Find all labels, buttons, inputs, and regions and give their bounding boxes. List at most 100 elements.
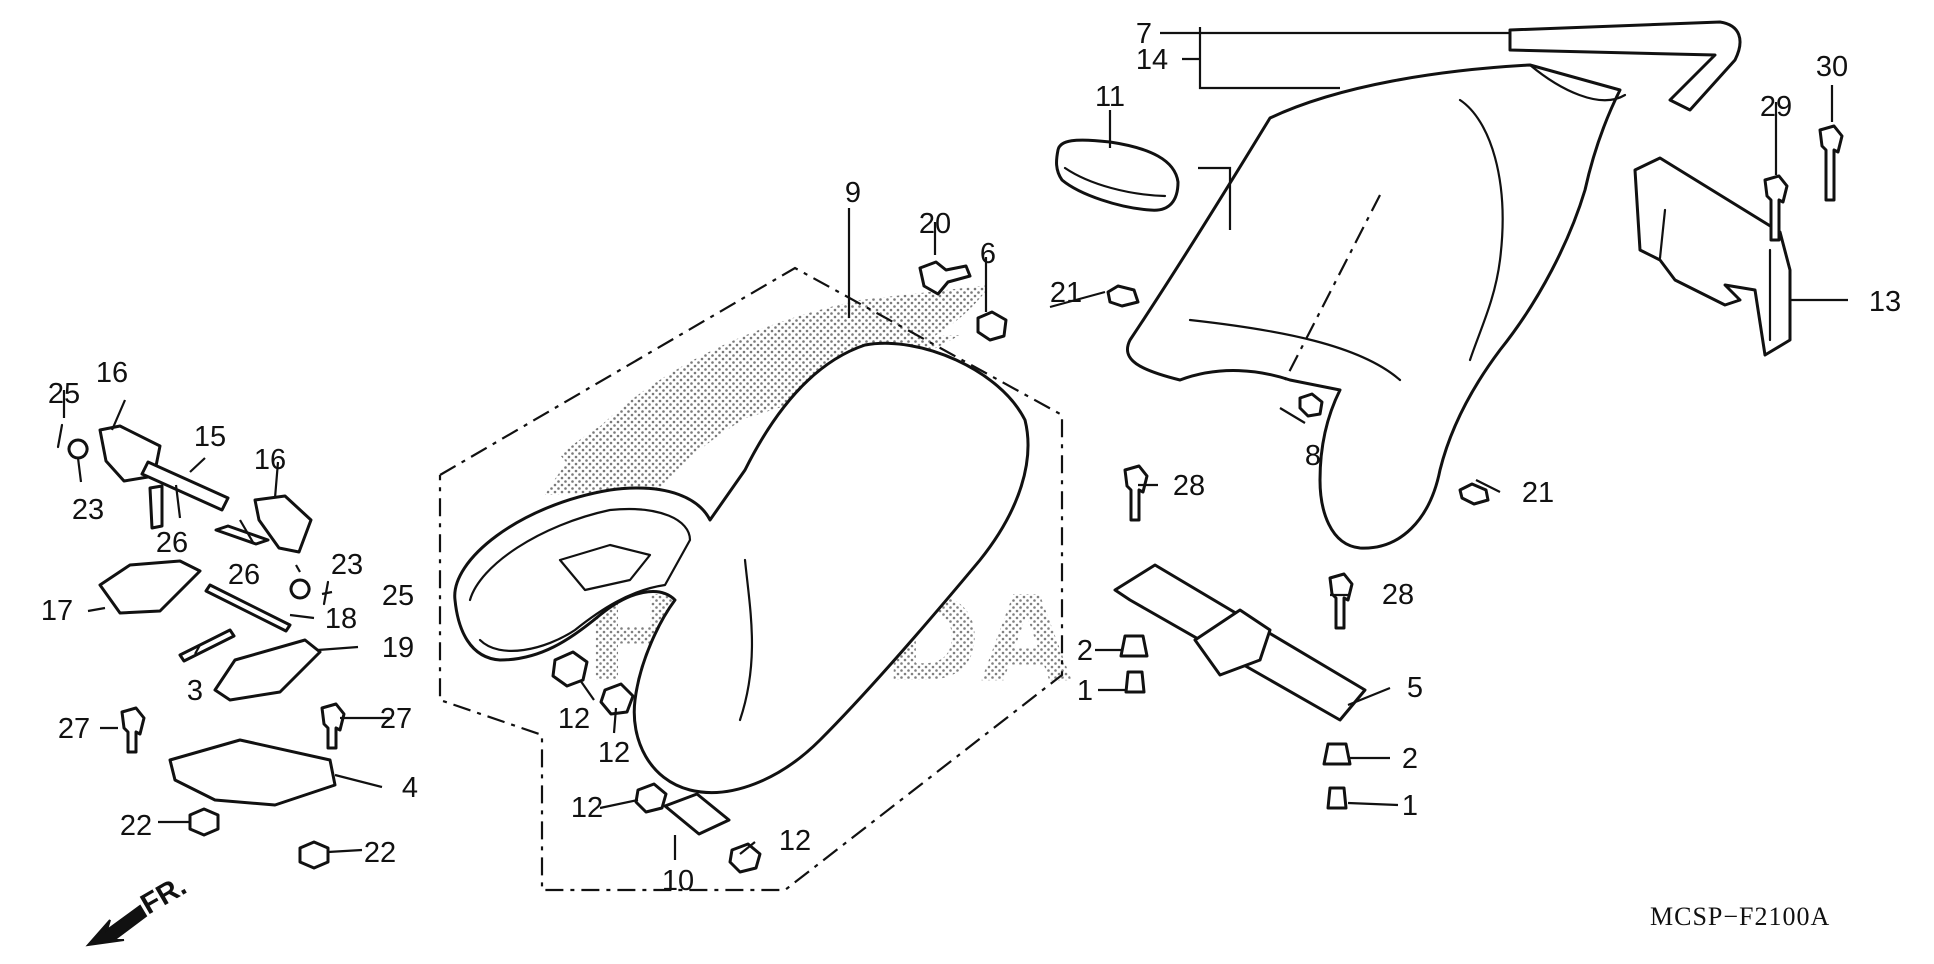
callout-5: 5 bbox=[1407, 672, 1423, 704]
callout-12a: 12 bbox=[558, 703, 590, 735]
callout-labels: 7 14 11 30 29 13 9 20 6 21 8 21 28 28 2 … bbox=[41, 18, 1901, 897]
callout-25a: 25 bbox=[48, 378, 80, 410]
grab-rail-7[interactable] bbox=[1508, 20, 1742, 112]
callout-11: 11 bbox=[1095, 81, 1125, 113]
hinge-16b[interactable] bbox=[253, 494, 313, 554]
callout-19: 19 bbox=[382, 632, 414, 664]
bolt-27b[interactable] bbox=[320, 702, 346, 750]
callout-23a: 23 bbox=[72, 494, 104, 526]
callout-26a: 26 bbox=[156, 527, 188, 559]
screw-20[interactable] bbox=[918, 260, 972, 296]
seat-cowl-group bbox=[1055, 20, 1742, 550]
callout-17: 17 bbox=[41, 595, 73, 627]
callout-3: 3 bbox=[187, 675, 203, 707]
leader-lines bbox=[62, 27, 1848, 860]
callout-26b: 26 bbox=[228, 559, 260, 591]
callout-18: 18 bbox=[325, 603, 357, 635]
seat-group-boundary bbox=[438, 266, 1064, 892]
callout-21a: 21 bbox=[1050, 277, 1082, 309]
callout-22a: 22 bbox=[120, 810, 152, 842]
callout-23b: 23 bbox=[331, 549, 363, 581]
washer-23b[interactable] bbox=[289, 578, 311, 600]
lock-plate-19[interactable] bbox=[213, 638, 322, 702]
callout-2b: 2 bbox=[1402, 743, 1418, 775]
pad-11-edge bbox=[1063, 166, 1167, 198]
callout-28a: 28 bbox=[1173, 470, 1205, 502]
seat-pan-detail bbox=[558, 543, 652, 592]
callout-12c: 12 bbox=[571, 792, 603, 824]
cowl-inner-edge bbox=[1188, 318, 1402, 382]
bracket-13-detail bbox=[1658, 208, 1772, 342]
grommet-6[interactable] bbox=[976, 310, 1008, 342]
collar-1a[interactable] bbox=[1124, 670, 1146, 694]
collar-1b[interactable] bbox=[1326, 786, 1348, 810]
lock-base-4[interactable] bbox=[168, 738, 337, 807]
grommet-8[interactable] bbox=[1298, 392, 1324, 418]
front-seat[interactable] bbox=[453, 341, 1030, 795]
bolt-27a[interactable] bbox=[120, 706, 146, 754]
rod-18[interactable] bbox=[204, 583, 292, 633]
front-direction-arrow-icon bbox=[85, 904, 148, 947]
callout-1a: 1 bbox=[1077, 675, 1093, 707]
cushion-12c[interactable] bbox=[634, 782, 668, 814]
bracket-13[interactable] bbox=[1633, 156, 1792, 357]
seat-cowl[interactable] bbox=[1126, 63, 1622, 550]
callout-1b: 1 bbox=[1402, 790, 1418, 822]
callout-25b: 25 bbox=[382, 580, 414, 612]
callout-9: 9 bbox=[845, 177, 861, 209]
seat-lock-group bbox=[56, 423, 346, 870]
cushion-12b[interactable] bbox=[599, 682, 635, 716]
washer-23a[interactable] bbox=[67, 438, 89, 460]
cowl-top-ridge bbox=[1528, 63, 1627, 102]
cushion-12d[interactable] bbox=[728, 842, 762, 874]
nut-22a[interactable] bbox=[188, 807, 220, 837]
lock-plate-17[interactable] bbox=[98, 559, 202, 615]
pin-26a[interactable] bbox=[148, 484, 164, 530]
rear-bracket-group bbox=[1633, 124, 1844, 357]
callout-29: 29 bbox=[1760, 91, 1792, 123]
cowl-crease bbox=[1458, 98, 1504, 362]
nut-22b[interactable] bbox=[298, 840, 330, 870]
callout-15: 15 bbox=[194, 421, 226, 453]
callout-30: 30 bbox=[1816, 51, 1848, 83]
callout-12d: 12 bbox=[779, 825, 811, 857]
bolt-29[interactable] bbox=[1763, 174, 1789, 242]
seat-stay-group bbox=[1113, 464, 1367, 810]
spring-3[interactable] bbox=[178, 628, 236, 663]
front-direction-indicator: FR. bbox=[85, 870, 192, 947]
callout-21b: 21 bbox=[1522, 477, 1554, 509]
callout-8: 8 bbox=[1305, 440, 1321, 472]
seat-rear-pan-outline bbox=[468, 508, 692, 652]
stay-5-bracket[interactable] bbox=[1193, 608, 1272, 677]
shaft-15[interactable] bbox=[140, 460, 230, 512]
screw-21a[interactable] bbox=[1106, 284, 1140, 308]
seat-fittings bbox=[551, 260, 1008, 874]
callout-16b: 16 bbox=[254, 444, 286, 476]
callout-16a: 16 bbox=[96, 357, 128, 389]
callout-28b: 28 bbox=[1382, 579, 1414, 611]
damper-2b[interactable] bbox=[1322, 742, 1352, 766]
bracket-10[interactable] bbox=[663, 792, 731, 836]
callout-20: 20 bbox=[919, 208, 951, 240]
honda-wing-logo-icon bbox=[545, 285, 990, 495]
callout-7: 7 bbox=[1136, 18, 1152, 50]
callout-6: 6 bbox=[980, 238, 996, 270]
callout-27b: 27 bbox=[380, 703, 412, 735]
callout-14: 14 bbox=[1136, 44, 1168, 76]
callout-13: 13 bbox=[1869, 286, 1901, 318]
cotter-pin-25a[interactable] bbox=[56, 423, 64, 449]
callout-2a: 2 bbox=[1077, 635, 1093, 667]
bolt-28a[interactable] bbox=[1123, 464, 1149, 522]
callout-10: 10 bbox=[662, 865, 694, 897]
screw-21b[interactable] bbox=[1458, 482, 1490, 506]
bolt-30[interactable] bbox=[1818, 124, 1844, 202]
damper-2a[interactable] bbox=[1119, 634, 1149, 658]
seat-assembly-group bbox=[438, 266, 1064, 892]
cushion-12a[interactable] bbox=[551, 650, 589, 688]
callout-4: 4 bbox=[402, 772, 418, 804]
seat-center-seam bbox=[738, 558, 754, 722]
bolt-28b[interactable] bbox=[1328, 572, 1354, 630]
drawing-code: MCSP−F2100A bbox=[1650, 902, 1830, 931]
pin-26b[interactable] bbox=[214, 524, 270, 546]
